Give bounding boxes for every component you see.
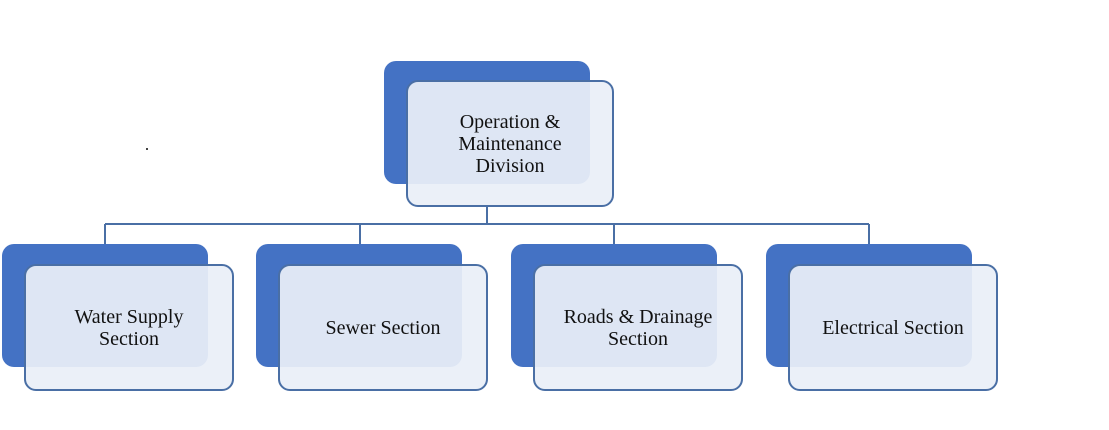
child-node-label: Roads & Drainage Section — [563, 305, 713, 350]
child-node-label: Electrical Section — [822, 316, 964, 339]
root-node-front-shape: Operation & Maintenance Division — [406, 80, 614, 207]
child-node-label: Water Supply Section — [74, 305, 184, 350]
stray-dot — [146, 148, 148, 150]
child-node-front-shape: Water Supply Section — [24, 264, 234, 391]
child-node-front-shape: Sewer Section — [278, 264, 488, 391]
child-node-label: Sewer Section — [325, 316, 441, 339]
root-node-label: Operation & Maintenance Division — [458, 110, 562, 177]
child-node-front-shape: Electrical Section — [788, 264, 998, 391]
child-node-front-shape: Roads & Drainage Section — [533, 264, 743, 391]
